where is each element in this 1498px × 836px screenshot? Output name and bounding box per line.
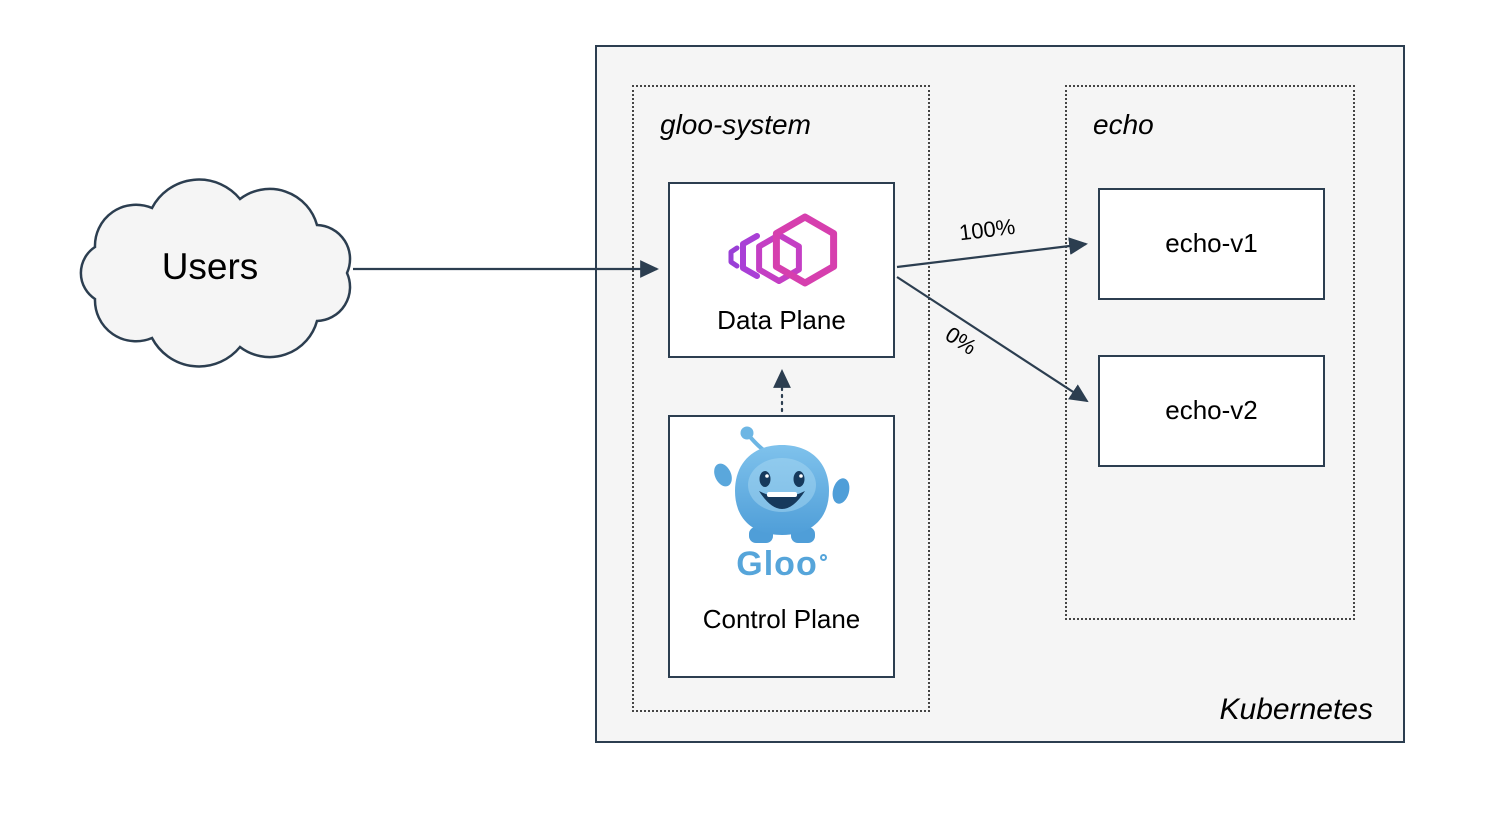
gloo-gateway-icon <box>728 213 837 287</box>
echo-v2-node: echo-v2 <box>1098 355 1325 467</box>
echo-v2-label: echo-v2 <box>1165 395 1258 426</box>
gloo-wordmark-text: Gloo <box>736 545 818 583</box>
echo-v1-node: echo-v1 <box>1098 188 1325 300</box>
namespace-echo-box: echo <box>1065 85 1355 620</box>
data-plane-node: Data Plane <box>668 182 895 358</box>
echo-label: echo <box>1093 109 1154 140</box>
control-plane-node: Gloo Control Plane <box>668 415 895 678</box>
gloo-mascot-icon <box>713 426 849 543</box>
echo-v1-label: echo-v1 <box>1165 228 1258 259</box>
data-plane-label: Data Plane <box>717 305 846 336</box>
gloo-wordmark: Gloo <box>736 545 827 583</box>
gloo-system-label: gloo-system <box>660 109 811 140</box>
users-label: Users <box>161 246 259 287</box>
kubernetes-label: Kubernetes <box>1219 693 1373 726</box>
control-plane-label: Control Plane <box>702 604 861 634</box>
gloo-wordmark-bubble <box>819 554 827 561</box>
